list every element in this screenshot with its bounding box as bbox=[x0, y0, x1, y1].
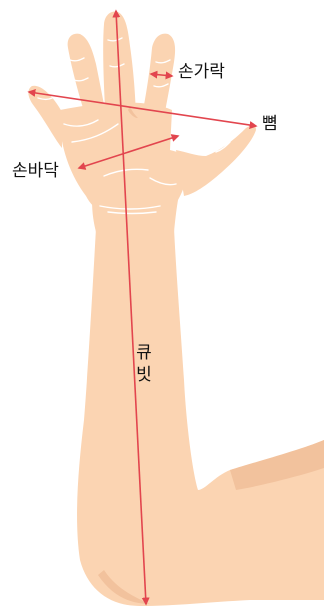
span-label: 뼘 bbox=[262, 116, 278, 133]
finger-label: 손가락 bbox=[178, 64, 225, 81]
cubit-label: 큐 빗 bbox=[134, 342, 154, 386]
cubit-label-line1: 큐 bbox=[134, 342, 154, 364]
arm-shape bbox=[77, 228, 324, 606]
cubit-label-line2: 빗 bbox=[134, 364, 154, 386]
thumb bbox=[176, 125, 256, 196]
palm-label: 손바닥 bbox=[12, 163, 59, 180]
